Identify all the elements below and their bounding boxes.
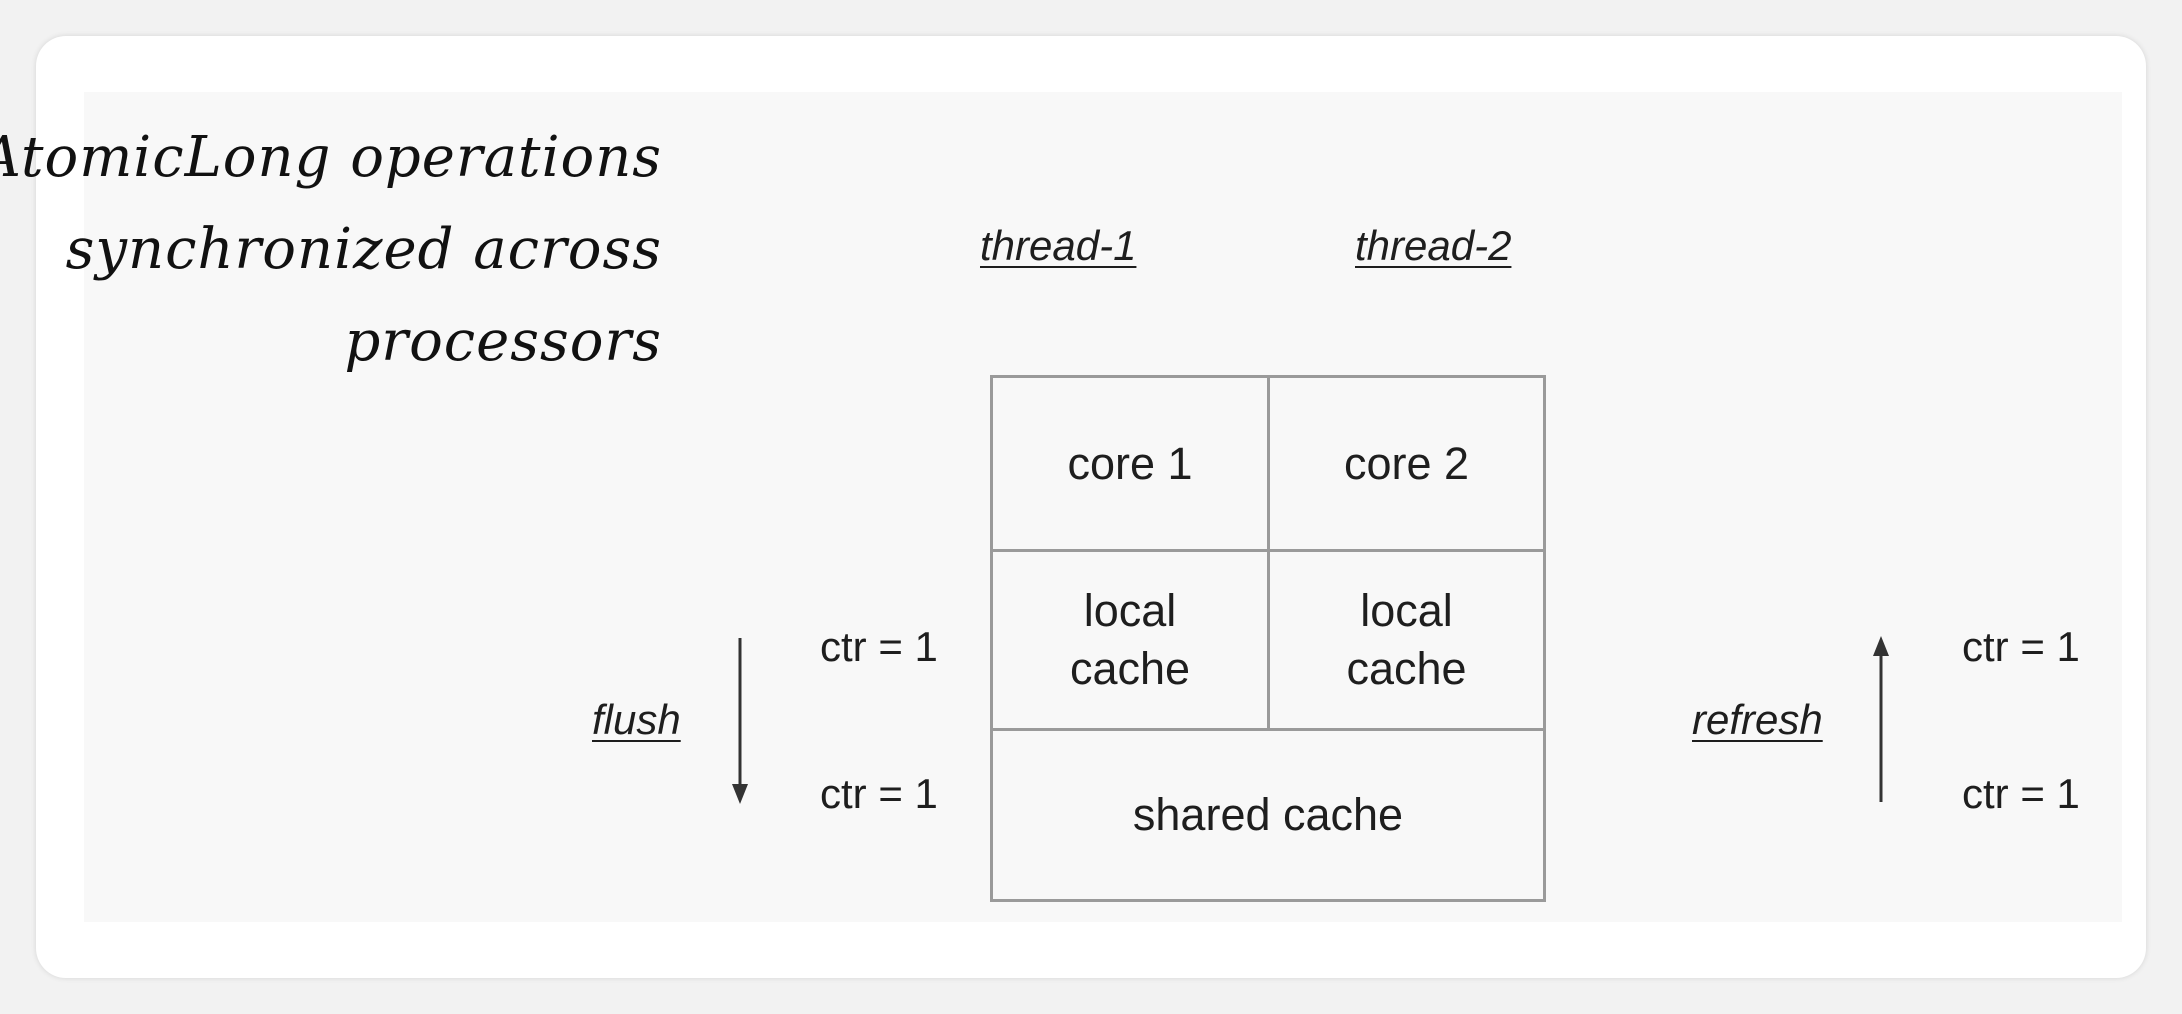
local-cache-1-line-1: local [1083,585,1177,636]
flush-arrow-down-icon [732,638,748,804]
local-cache-2-cell: local cache [1270,552,1543,731]
title-line-2: synchronized across [65,217,662,282]
cache-grid: core 1 core 2 local cache local cache sh… [990,375,1546,902]
shared-cache-cell: shared cache [993,731,1543,899]
slide-title: AtomicLong operations synchronized acros… [0,112,662,388]
core-1-cell: core 1 [993,378,1270,552]
core-2-label: core 2 [1343,437,1470,489]
thread-1-label: thread-1 [980,222,1137,269]
shared-cache-label: shared cache [1132,789,1404,840]
local-cache-1-cell: local cache [993,552,1270,731]
refresh-label: refresh [1692,696,1823,743]
refresh-arrow-up-icon [1873,636,1889,802]
core-1-label: core 1 [1067,437,1193,489]
flush-lower-ctr: ctr = 1 [820,770,938,817]
title-line-1: AtomicLong operations [0,125,662,190]
local-cache-2-line-1: local [1360,585,1453,636]
refresh-upper-ctr: ctr = 1 [1962,623,2080,670]
flush-label: flush [592,696,681,743]
title-line-3: processors [344,309,662,374]
local-cache-1-line-2: cache [1069,643,1191,694]
refresh-lower-ctr: ctr = 1 [1962,770,2080,817]
flush-upper-ctr: ctr = 1 [820,623,938,670]
core-2-cell: core 2 [1270,378,1543,552]
thread-2-label: thread-2 [1355,222,1512,269]
local-cache-2-line-2: cache [1346,643,1467,694]
